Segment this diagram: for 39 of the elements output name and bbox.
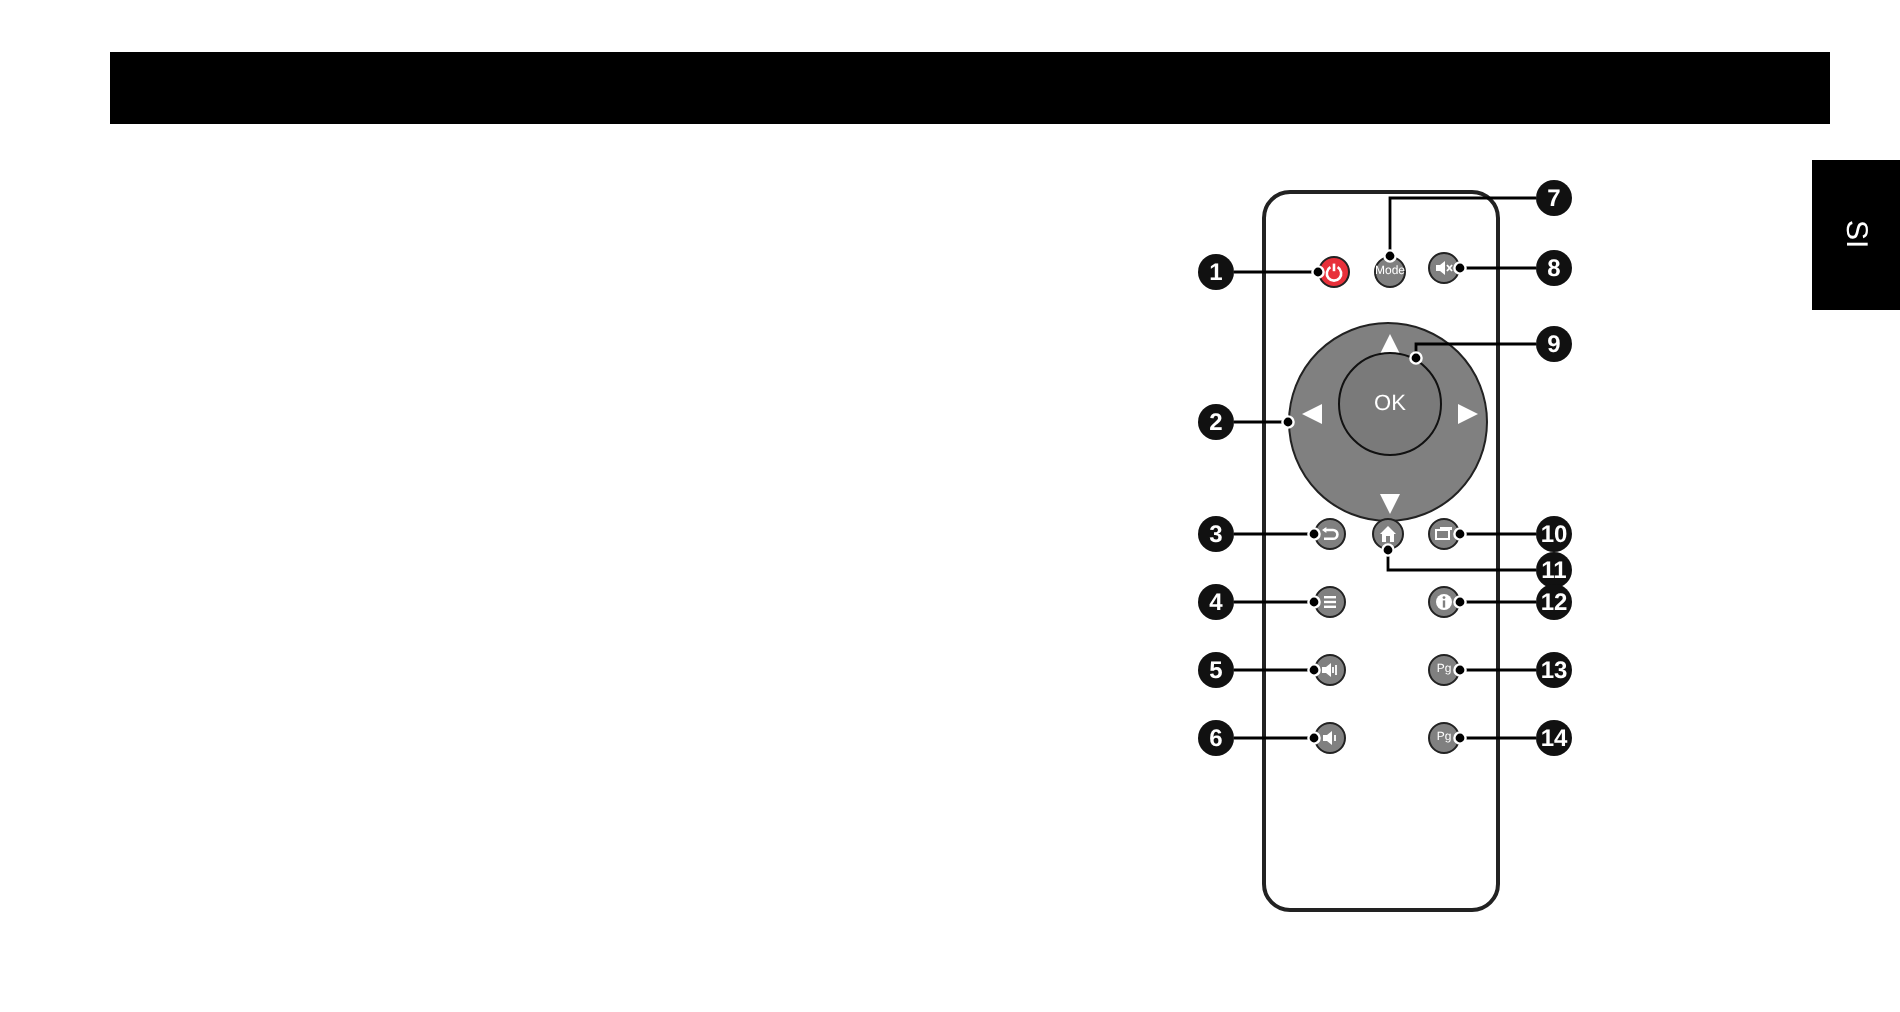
callout-number: 12 [1536, 584, 1572, 620]
callout-number: 10 [1536, 516, 1572, 552]
callout-number: 9 [1536, 326, 1572, 362]
callout-number: 7 [1536, 180, 1572, 216]
leader-line [1234, 731, 1321, 745]
leader-line [1381, 543, 1536, 572]
menu-button [1314, 586, 1346, 618]
leader-line [1234, 527, 1321, 541]
leader-line [1453, 731, 1536, 745]
volume-up-button [1314, 654, 1346, 686]
leader-line [1453, 663, 1536, 677]
info-button [1428, 586, 1460, 618]
power-button [1318, 256, 1350, 288]
ok-button: OK [1338, 352, 1442, 456]
leader-line [1453, 261, 1536, 275]
window-button [1428, 518, 1460, 550]
leader-line [1234, 595, 1321, 609]
callout-number: 2 [1198, 404, 1234, 440]
callout-number: 1 [1198, 254, 1234, 290]
mute-button [1428, 252, 1460, 284]
home-button [1372, 518, 1404, 550]
callout-number: 3 [1198, 516, 1234, 552]
volume-down-button [1314, 722, 1346, 754]
callout-number: 11 [1536, 552, 1572, 588]
callout-number: 5 [1198, 652, 1234, 688]
language-tab: SI [1812, 160, 1900, 310]
leader-line [1383, 196, 1536, 263]
leader-line [1234, 663, 1321, 677]
leader-line [1234, 265, 1325, 279]
leader-line [1453, 527, 1536, 541]
callout-number: 8 [1536, 250, 1572, 286]
leader-line [1234, 415, 1295, 429]
callout-number: 4 [1198, 584, 1234, 620]
callout-number: 13 [1536, 652, 1572, 688]
leader-line [1409, 342, 1536, 365]
callout-number: 14 [1536, 720, 1572, 756]
back-button [1314, 518, 1346, 550]
leader-line [1453, 595, 1536, 609]
callout-number: 6 [1198, 720, 1234, 756]
